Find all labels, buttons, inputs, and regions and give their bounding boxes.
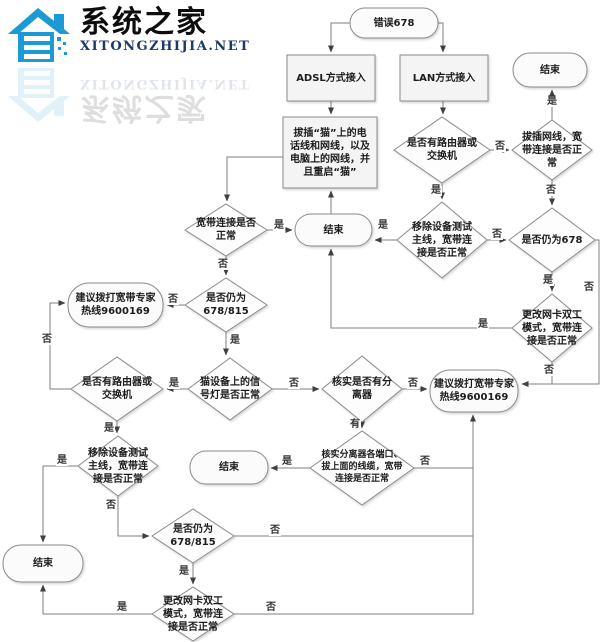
connector-lines [40,22,600,615]
end-top-shape [512,52,588,88]
site-logo: 系统之家 XITONGZHIJIA.NET 系统之家 XITONGZHIJIA.… [8,5,268,125]
logo-house-icon-reflection [8,68,70,122]
still-678-815-left-shape [184,277,268,333]
logo-reflection: 系统之家 XITONGZHIJIA.NET [8,66,251,125]
node-shapes [2,7,596,642]
logo-subtitle-reflection: XITONGZHIJIA.NET [80,76,251,91]
hotline-right-shape [429,369,519,413]
replug-modem-box-shape [282,116,378,189]
adsl-box-shape [286,54,376,102]
remove-devices-top-shape [396,201,488,279]
still-678-shape [508,207,596,273]
end-mid-bottom-shape [189,450,269,485]
logo-house-icon [8,8,70,62]
splitter-ports-shape [309,430,415,506]
logo-subtitle: XITONGZHIJIA.NET [80,39,251,54]
router-check-top-shape [393,116,491,184]
hotline-left-shape [67,282,164,328]
modem-lights-shape [187,357,273,421]
still-678-815-bottom-shape [151,508,235,564]
router-check-left-shape [70,356,164,422]
duplex-right-shape [511,293,593,363]
lan-box-shape [399,54,489,102]
broadband-ok-shape [184,203,268,257]
start-terminal-shape [349,7,439,39]
duplex-bottom-shape [151,586,235,642]
end-bottom-shape [2,544,84,583]
remove-devices-left-shape [77,435,159,497]
end-mid-shape [294,213,373,247]
splitter-check-shape [321,355,403,423]
logo-title: 系统之家 [80,5,208,40]
replug-cable-shape [511,119,593,181]
logo-title-reflection: 系统之家 [80,90,208,125]
